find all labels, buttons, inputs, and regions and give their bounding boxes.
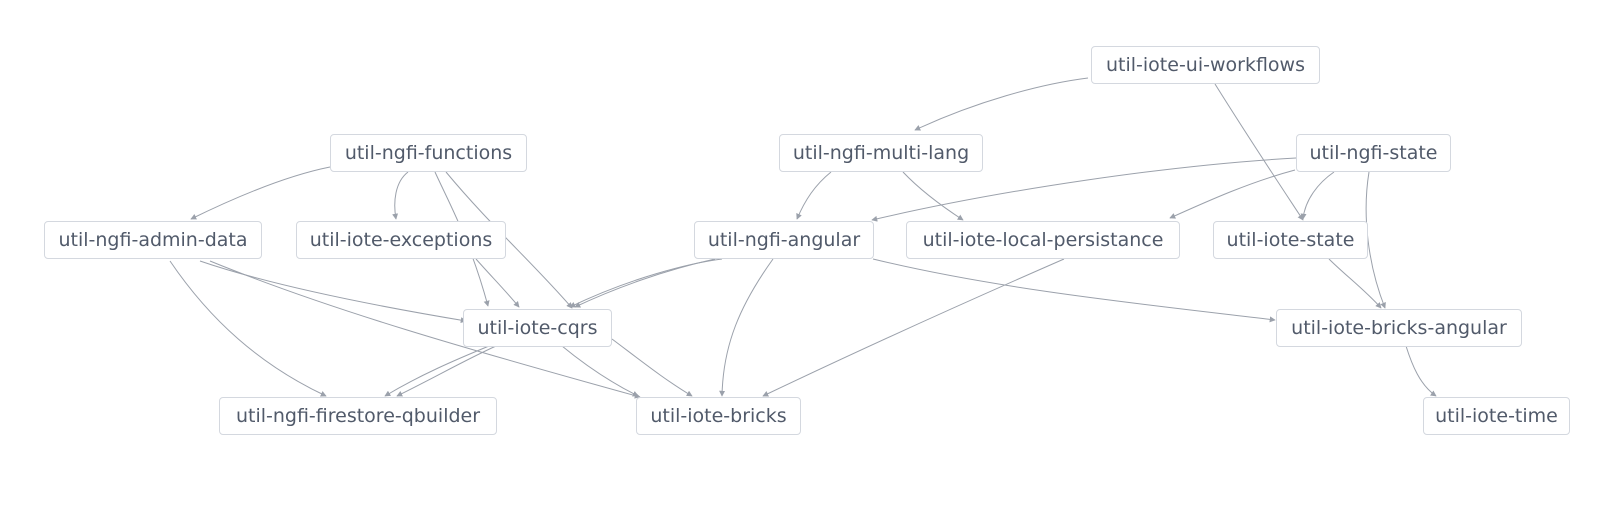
edge-util-ngfi-admin-data-to-util-ngfi-firestore-qbuilder — [169, 260, 327, 397]
edge-util-ngfi-admin-data-to-util-iote-cqrs — [199, 260, 467, 324]
node-util-iote-ui-workflows[interactable]: util-iote-ui-workflows — [1091, 46, 1320, 84]
edge-util-ngfi-state-to-util-ngfi-angular — [871, 157, 1297, 222]
node-util-iote-local-persistance[interactable]: util-iote-local-persistance — [906, 221, 1180, 259]
node-util-iote-state[interactable]: util-iote-state — [1213, 221, 1368, 259]
edge-util-ngfi-functions-to-util-iote-exceptions — [392, 171, 409, 220]
edge-util-iote-cqrs-to-util-iote-bricks — [611, 338, 693, 397]
edge-util-ngfi-multi-lang-to-util-ngfi-angular — [796, 171, 832, 220]
edge-util-ngfi-angular-to-util-iote-cqrs — [569, 258, 723, 308]
edge-util-iote-local-persistance-to-util-iote-bricks — [762, 258, 1065, 397]
edge-util-iote-ui-workflows-to-util-ngfi-multi-lang — [914, 77, 1089, 131]
edge-util-iote-cqrs-to-util-ngfi-firestore-qbuilder — [384, 345, 490, 397]
edge-util-ngfi-admin-data-to-util-iote-bricks — [209, 260, 641, 399]
edge-util-ngfi-functions-to-util-iote-cqrs — [445, 171, 573, 309]
node-util-ngfi-multi-lang[interactable]: util-ngfi-multi-lang — [779, 134, 983, 172]
edge-util-ngfi-functions-to-util-ngfi-admin-data — [190, 166, 331, 220]
node-util-iote-cqrs[interactable]: util-iote-cqrs — [463, 309, 612, 347]
node-util-ngfi-firestore-qbuilder[interactable]: util-ngfi-firestore-qbuilder — [219, 397, 497, 435]
node-util-ngfi-angular[interactable]: util-ngfi-angular — [694, 221, 874, 259]
edge-util-iote-cqrs-to-util-ngfi-firestore-qbuilder — [396, 345, 497, 397]
node-util-ngfi-functions[interactable]: util-ngfi-functions — [330, 134, 527, 172]
edge-util-ngfi-multi-lang-to-util-iote-local-persistance — [902, 171, 964, 221]
node-util-ngfi-state[interactable]: util-ngfi-state — [1296, 134, 1451, 172]
edge-util-ngfi-angular-to-util-iote-cqrs — [574, 258, 716, 308]
edge-util-ngfi-state-to-util-iote-state — [1300, 171, 1335, 220]
edge-util-ngfi-state-to-util-iote-bricks-angular — [1365, 171, 1386, 309]
node-util-ngfi-admin-data[interactable]: util-ngfi-admin-data — [44, 221, 262, 259]
edge-util-iote-bricks-angular-to-util-iote-time — [1405, 345, 1437, 397]
edge-util-iote-ui-workflows-to-util-iote-state — [1214, 83, 1304, 221]
edge-util-ngfi-state-to-util-iote-local-persistance — [1169, 169, 1296, 219]
node-util-iote-exceptions[interactable]: util-iote-exceptions — [296, 221, 506, 259]
node-util-iote-bricks-angular[interactable]: util-iote-bricks-angular — [1276, 309, 1522, 347]
edge-util-ngfi-angular-to-util-iote-bricks-angular — [872, 258, 1276, 323]
edge-util-iote-state-to-util-iote-bricks-angular — [1328, 258, 1382, 309]
edge-util-ngfi-angular-to-util-iote-bricks — [719, 258, 774, 397]
node-util-iote-bricks[interactable]: util-iote-bricks — [636, 397, 801, 435]
edge-util-iote-exceptions-to-util-iote-cqrs — [475, 258, 520, 308]
node-util-iote-time[interactable]: util-iote-time — [1423, 397, 1570, 435]
edge-util-iote-cqrs-to-util-iote-bricks — [561, 345, 639, 397]
